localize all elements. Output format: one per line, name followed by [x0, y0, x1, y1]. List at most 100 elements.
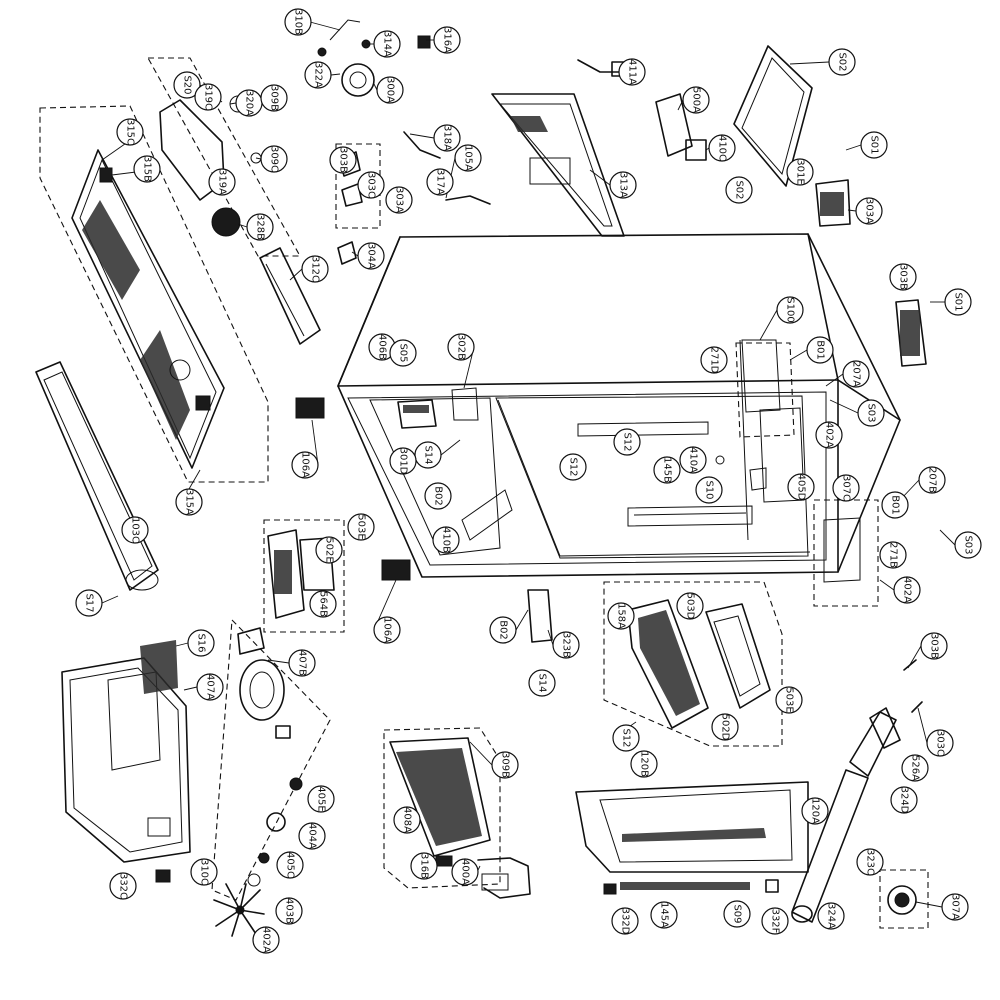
callout-32: 303B: [889, 263, 917, 291]
callout-label: 106A: [300, 452, 311, 478]
callout-label: 207B: [927, 467, 938, 493]
callout-label: 105A: [463, 145, 474, 171]
callout-74: 404A: [298, 822, 326, 850]
callout-label: 315C: [125, 119, 136, 145]
callout-40: 405D: [787, 473, 815, 501]
callout-label: 405D: [796, 474, 807, 501]
callout-68: 502E: [315, 536, 343, 564]
callout-44: 271B: [879, 541, 907, 569]
callout-label: S01: [869, 135, 880, 154]
callout-56: 145B: [653, 456, 681, 484]
callout-3: 316A: [433, 26, 461, 54]
callout-78: 310C: [190, 858, 218, 886]
callout-circle: [650, 901, 678, 929]
callout-circle: [454, 144, 482, 172]
callout-label: 500A: [691, 87, 702, 113]
callout-label: 564B: [318, 591, 329, 617]
callout-circle: [528, 669, 556, 697]
callout-label: 408A: [402, 807, 413, 833]
callout-label: 319C: [203, 84, 214, 110]
callout-circle: [298, 822, 326, 850]
callout-24: 500A: [682, 86, 710, 114]
callout-label: 309B: [500, 752, 511, 778]
callout-86: 303C: [926, 729, 954, 757]
callout-circle: [288, 649, 316, 677]
callout-94: 145A: [650, 901, 678, 929]
callout-label: 503E: [356, 514, 367, 539]
callout-circle: [347, 513, 375, 541]
callout-label: 145B: [662, 457, 673, 483]
callout-15: 312C: [301, 255, 329, 283]
callout-label: 207A: [851, 361, 862, 387]
callout-34: S100: [776, 296, 804, 324]
callout-label: 271B: [888, 542, 899, 568]
callout-circle: [944, 288, 972, 316]
callout-57: 410A: [679, 446, 707, 474]
callout-label: 400A: [460, 859, 471, 885]
callout-label: 402A: [824, 422, 835, 448]
callout-33: S01: [944, 288, 972, 316]
leg-106A-upper: [295, 397, 325, 419]
callout-label: 301D: [398, 448, 409, 475]
callout-label: S03: [866, 403, 877, 422]
callout-label: 303B: [338, 147, 349, 173]
leg-106A-lower: [381, 559, 411, 581]
callout-label: B01: [890, 495, 901, 515]
callout-circle: [260, 84, 288, 112]
callout-circle: [194, 83, 222, 111]
callout-circle: [842, 360, 870, 388]
callout-label: S20: [182, 75, 193, 94]
callout-circle: [725, 176, 753, 204]
fan-blade-402A: [213, 883, 265, 937]
callout-53: 410B: [432, 526, 460, 554]
callout-label: 324D: [899, 787, 910, 814]
callout-17: 303C: [357, 171, 385, 199]
callout-circle: [260, 145, 288, 173]
callout-label: 410B: [441, 527, 452, 553]
callout-label: 320A: [244, 90, 255, 116]
callout-80: 158A: [607, 602, 635, 630]
callout-77: 402A: [252, 926, 280, 954]
callout-circle: [304, 61, 332, 89]
callout-98: 309B: [491, 751, 519, 779]
callout-circle: [609, 171, 637, 199]
callout-2: 314A: [373, 30, 401, 58]
callout-circle: [187, 629, 215, 657]
callout-label: 316B: [419, 853, 430, 879]
callout-43: B01: [881, 491, 909, 519]
callout-circle: [451, 858, 479, 886]
callout-circle: [447, 333, 475, 361]
callout-54: S12: [613, 428, 641, 456]
callout-18: 303A: [385, 186, 413, 214]
callout-72: 407B: [288, 649, 316, 677]
callout-1: 310B: [284, 8, 312, 36]
callout-circle: [613, 428, 641, 456]
callout-label: S10: [704, 480, 715, 499]
callout-58: S10: [695, 476, 723, 504]
callout-circle: [630, 750, 658, 778]
callout-circle: [275, 897, 303, 925]
callout-81: 503D: [676, 592, 704, 620]
callout-circle: [175, 488, 203, 516]
callout-label: 303A: [394, 187, 405, 213]
callout-circle: [881, 491, 909, 519]
callout-circle: [832, 474, 860, 502]
machine-cover-332C: [61, 640, 191, 883]
callout-99: 408A: [393, 806, 421, 834]
leader-lines: [101, 21, 956, 908]
callout-circle: [190, 858, 218, 886]
callout-25: 410C: [708, 134, 736, 162]
callout-73: 405E: [307, 785, 335, 813]
callout-label: 526A: [910, 755, 921, 781]
callout-label: 303B: [929, 633, 940, 659]
tube-assembly-324: [791, 659, 923, 923]
callout-circle: [373, 30, 401, 58]
callout-label: S03: [963, 535, 974, 554]
callout-62: S14: [528, 669, 556, 697]
callout-circle: [806, 336, 834, 364]
callout-circle: [291, 451, 319, 479]
callout-circle: [552, 631, 580, 659]
